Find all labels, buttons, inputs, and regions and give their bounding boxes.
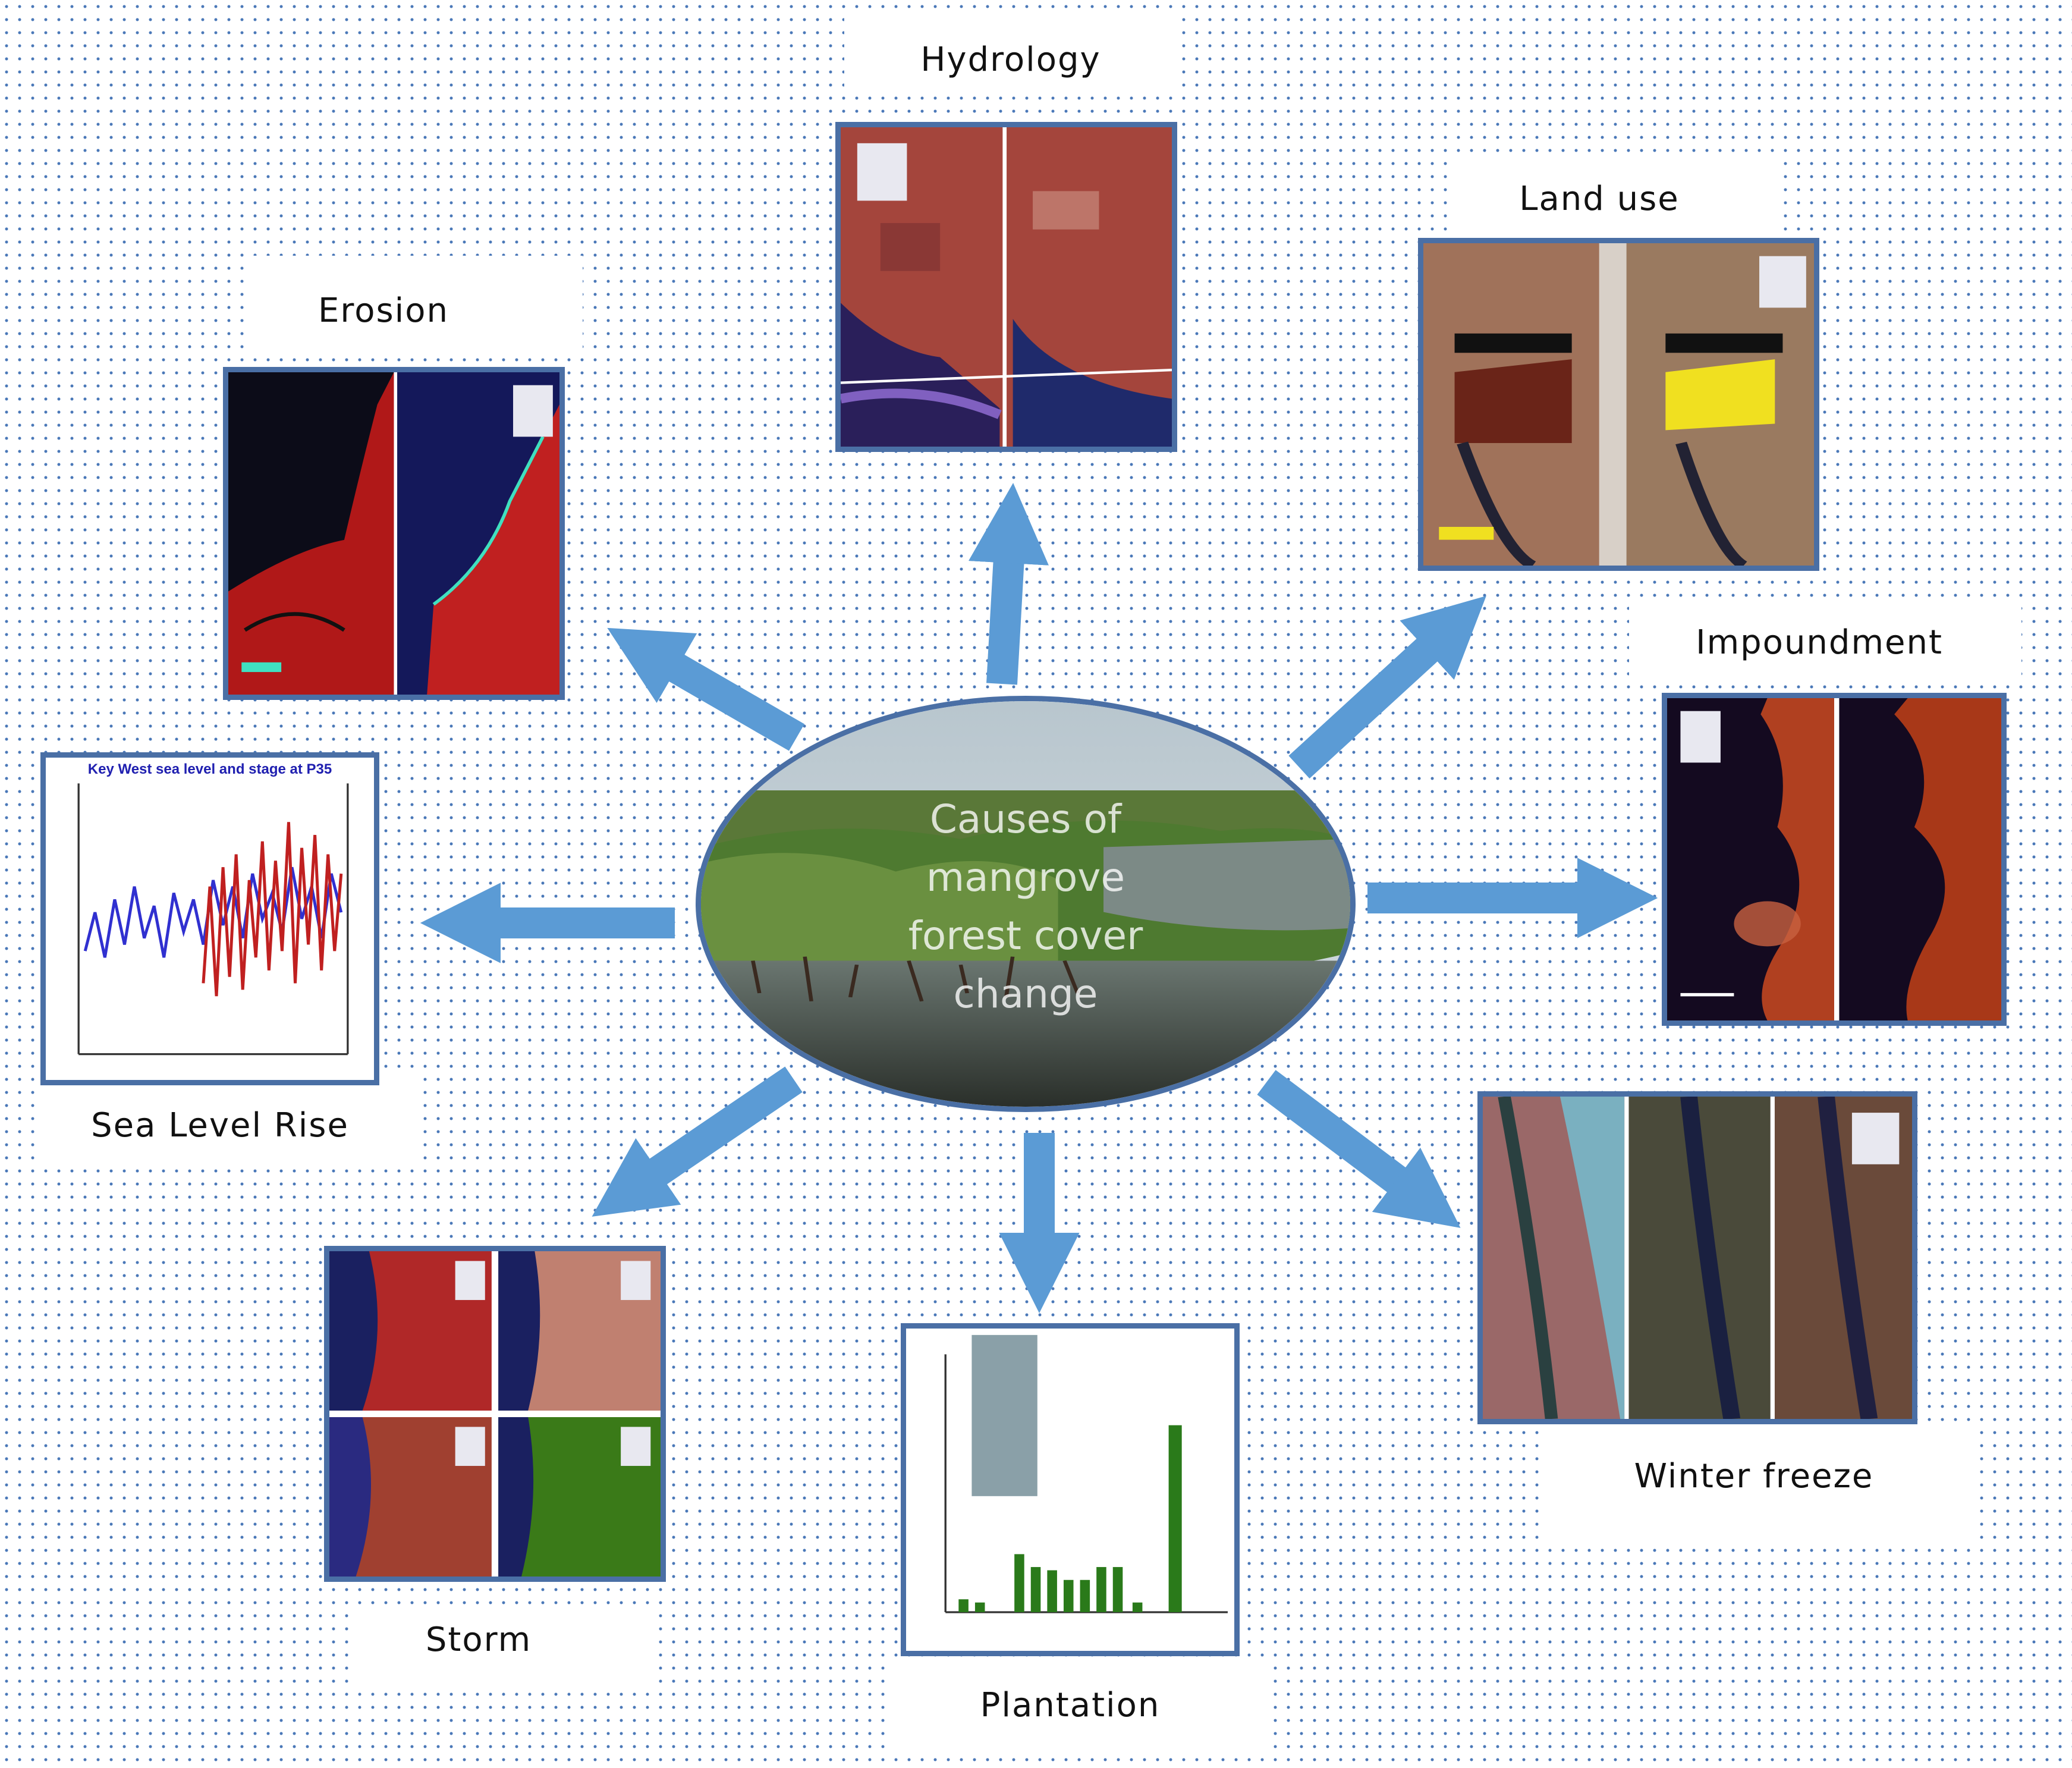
sea-level-rise-chart: Key West sea level and stage at P35 — [40, 752, 379, 1085]
storm-image — [324, 1246, 666, 1582]
sea-level-chart-title: Key West sea level and stage at P35 — [87, 761, 332, 777]
label-hydrology: Hydrology — [920, 40, 1101, 79]
label-land-use: Land use — [1519, 180, 1680, 218]
label-storm: Storm — [425, 1621, 532, 1659]
label-erosion: Erosion — [318, 291, 449, 330]
winter-freeze-image — [1477, 1091, 1917, 1424]
impoundment-image — [1662, 693, 2007, 1026]
erosion-image — [223, 367, 565, 700]
central-hub-title: Causes of mangrove forest cover change — [908, 796, 1143, 1017]
central-hub: Causes of mangrove forest cover change — [696, 696, 1356, 1112]
arrow-storm — [592, 1066, 803, 1217]
land-use-image — [1418, 238, 1819, 571]
label-impoundment: Impoundment — [1696, 623, 1943, 662]
label-winter-freeze: Winter freeze — [1634, 1457, 1874, 1496]
arrow-winter-freeze — [1257, 1070, 1461, 1228]
arrow-hydrology — [968, 483, 1049, 685]
arrow-land-use — [1288, 595, 1486, 779]
arrow-erosion — [607, 627, 805, 751]
label-sea-level-rise: Sea Level Rise — [91, 1106, 349, 1145]
plantation-image — [901, 1323, 1240, 1656]
label-plantation: Plantation — [980, 1686, 1161, 1725]
hydrology-image — [835, 122, 1177, 452]
